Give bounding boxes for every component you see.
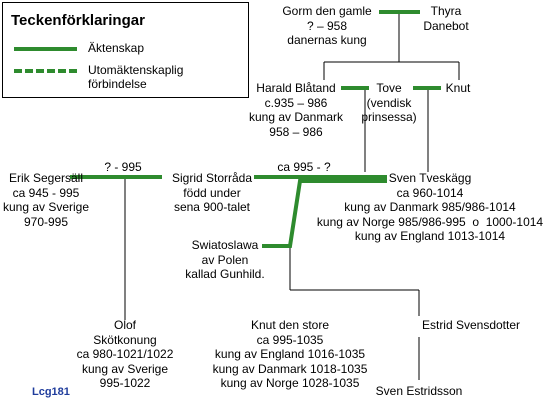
text-line: kung av Sverige	[2, 200, 90, 214]
text-line: (vendisk	[366, 95, 412, 110]
legend-extramarital-line1: Utomäktenskaplig	[88, 63, 184, 77]
text-line: kung av England 1013-1014	[354, 229, 506, 243]
text-line: danernas kung	[287, 33, 367, 47]
legend-marriage-label: Äktenskap	[88, 41, 145, 55]
text-line: kung av Sverige	[81, 361, 169, 376]
text-line: 995-1022	[99, 376, 151, 390]
text-line: ca 960-1014	[396, 185, 464, 200]
legend-extramarital-line2: förbindelse	[88, 77, 147, 91]
legend-extramarital-swatch	[14, 69, 77, 73]
person-knut: Knut	[446, 81, 471, 96]
legend-title: Teckenförklaringar	[11, 12, 145, 29]
text-line: kung av England 1016-1035	[214, 347, 366, 361]
text-line: Tove	[376, 81, 402, 95]
person-estrid: Estrid Svensdotter	[422, 318, 520, 333]
legend-box: Teckenförklaringar Äktenskap Utomäktensk…	[2, 2, 249, 98]
text-line: född under	[183, 185, 241, 200]
text-line: Knut	[445, 81, 471, 95]
text-line: ? - 995	[104, 160, 142, 174]
text-line: kallad Gunhild.	[185, 267, 265, 281]
text-line: kung av Norge 1028-1035	[220, 376, 360, 390]
text-line: prinsessa)	[361, 110, 417, 124]
text-line: Gorm den gamle	[282, 4, 372, 18]
text-line: c.935 – 986	[264, 95, 328, 110]
text-line: Skötkonung	[93, 332, 157, 347]
person-sven-estridsson: Sven Estridsson	[376, 384, 463, 399]
text-line: Estrid Svensdotter	[421, 318, 521, 332]
text-line: 970-995	[23, 214, 69, 229]
text-line: 958 – 986	[269, 124, 323, 139]
text-line: ca 995 - ?	[277, 160, 331, 174]
marriage-sven-swiatoslawa	[262, 179, 387, 248]
text-line: kung av Danmark	[248, 110, 344, 124]
legend-extramarital-label: Utomäktenskaplig förbindelse	[88, 63, 238, 91]
text-line: kung av Danmark 1018-1035	[212, 361, 368, 376]
text-line: Sven Tveskägg	[388, 171, 472, 185]
text-line: Thyra	[430, 4, 462, 18]
text-line: Sigrid Storråda	[171, 171, 253, 185]
text-line: Danebot	[423, 18, 469, 33]
text-line: kung av Danmark 985/986-1014	[344, 200, 516, 214]
text-line: ? – 958	[306, 18, 348, 33]
text-line: kung av Norge 985/986-995 o 1000-1014	[316, 214, 543, 229]
text-line: ca 995-1035	[256, 332, 324, 347]
date-erik-sigrid: ? - 995	[104, 160, 141, 175]
text-line: ca 945 - 995	[12, 185, 80, 200]
text-line: Knut den store	[250, 318, 330, 332]
legend-marriage-swatch	[14, 47, 77, 51]
text-line: Swiatoslawa	[191, 238, 259, 252]
text-line: Erik Segersäll	[8, 171, 84, 185]
text-line: Sven Estridsson	[375, 384, 463, 398]
image-tag: Lcg181	[32, 386, 70, 398]
text-line: Harald Blåtand	[256, 81, 336, 95]
text-line: Olof	[113, 318, 136, 332]
date-sigrid-sven: ca 995 - ?	[277, 160, 330, 175]
text-line: av Polen	[201, 252, 249, 267]
text-line: sena 900-talet	[173, 200, 251, 214]
text-line: ca 980-1021/1022	[76, 347, 174, 361]
